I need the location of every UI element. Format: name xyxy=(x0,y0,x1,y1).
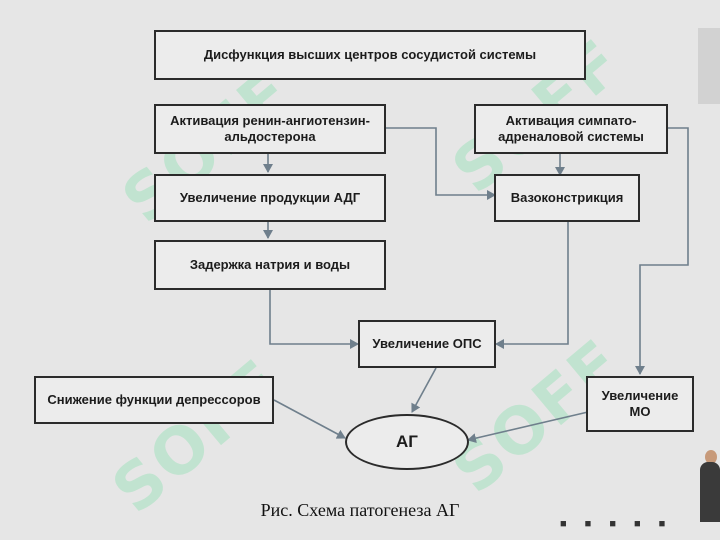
vasoconstriction-box: Вазоконстрикция xyxy=(494,174,640,222)
arrow-sodium-to-ops xyxy=(269,288,359,349)
arrow-raas-to-vaso xyxy=(384,127,496,200)
arrow-depressors-to-ag xyxy=(273,399,346,439)
slide-controls: ■ ■ ■ ■ ■ xyxy=(560,518,720,530)
control-icon[interactable]: ■ xyxy=(560,518,567,530)
presenter-head xyxy=(705,450,717,464)
sympatho-box: Активация симпато-адреналовой системы xyxy=(474,104,668,154)
figure-caption: Рис. Схема патогенеза АГ xyxy=(260,500,460,520)
ag-ellipse: АГ xyxy=(345,414,469,470)
adh-box: Увеличение продукции АДГ xyxy=(154,174,386,222)
arrow-vaso-to-ops xyxy=(495,220,569,349)
control-icon[interactable]: ■ xyxy=(609,518,616,530)
depressors-box: Снижение функции депрессоров xyxy=(34,376,274,424)
top-box: Дисфункция высших центров сосудистой сис… xyxy=(154,30,586,80)
control-icon[interactable]: ■ xyxy=(633,518,641,530)
presenter-figure xyxy=(700,462,720,522)
ops-box: Увеличение ОПС xyxy=(358,320,496,368)
control-icon[interactable]: ■ xyxy=(584,518,592,530)
mo-box: Увеличение МО xyxy=(586,376,694,432)
side-panel-edge xyxy=(698,28,720,104)
arrow-ops-to-ag xyxy=(411,367,437,413)
arrow-symp-to-mo xyxy=(635,127,689,375)
control-icon[interactable]: ■ xyxy=(658,518,666,530)
raas-box: Активация ренин-ангиотензин-альдостерона xyxy=(154,104,386,154)
arrow-mo-to-ag xyxy=(467,411,589,444)
sodium-box: Задержка натрия и воды xyxy=(154,240,386,290)
